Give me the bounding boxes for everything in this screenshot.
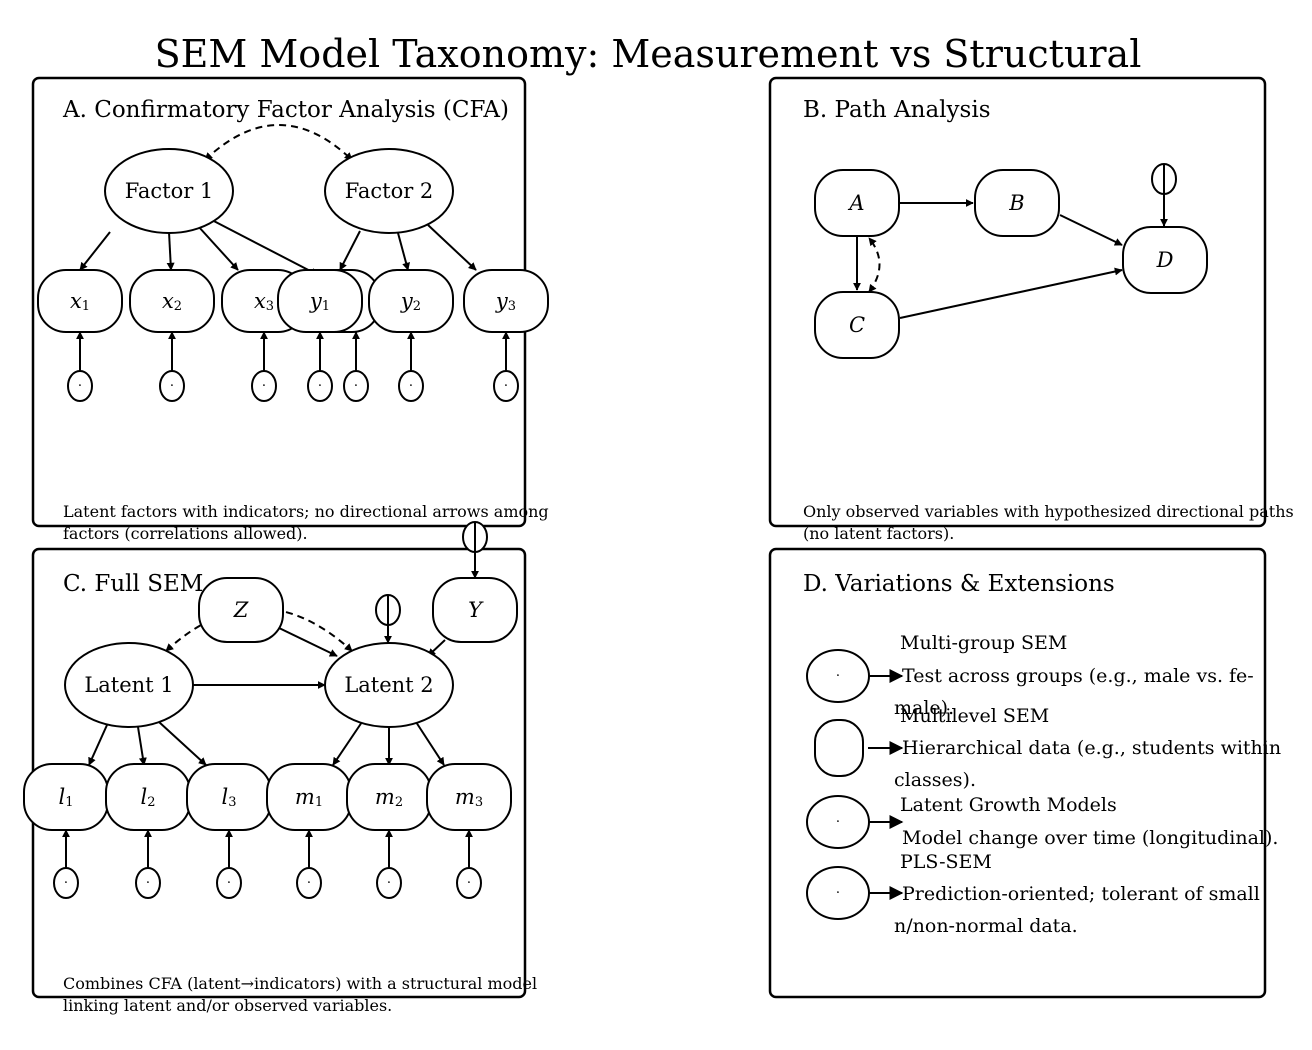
panel-c-loading-l1-1 [88,724,108,766]
panel-d-item-2-desc-2: classes). [894,769,976,791]
figure-title: SEM Model Taxonomy: Measurement vs Struc… [155,32,1142,76]
panel-c-caption-line-2: linking latent and/or observed variables… [63,996,392,1015]
panel-c-error-ind-1-dot: · [64,876,68,891]
panel-a-loading-f2-3 [427,224,477,271]
panel-a-error-3-dot: · [262,379,266,394]
panel-a-factor-1 [104,148,234,234]
panel-b-node-label-d: D [1156,248,1174,272]
panel-c-loading-l1-2 [137,726,147,766]
panel-d-item-4-dot: · [836,886,840,901]
panel-c-loading-l2-3 [415,721,445,766]
panel-a-loading-f2-2 [397,232,410,271]
panel-b-path-b-d [1059,214,1123,246]
panel-c-label-m3: m3 [455,785,483,810]
panel-c-loading-l2-1 [332,721,363,766]
panel-b-node-label-c: C [849,313,865,337]
panel-c-latent-1-label: Latent 1 [84,673,173,697]
panel-c-error-ind-3-dot: · [227,876,231,891]
panel-a-caption-line-2: factors (correlations allowed). [63,524,308,543]
panel-a-error-4-dot: · [318,379,322,394]
panel-c-latent-2 [324,642,454,728]
panel-a-indicator-y1 [277,269,363,333]
panel-b-node-label-a: A [847,191,864,215]
panel-a-loading-f2-1 [339,230,361,271]
panel-a-indicator-y3 [463,269,549,333]
panel-a-loading-f1-3 [197,225,239,271]
panel-d-item-2-desc-1: Hierarchical data (e.g., students within [902,737,1281,759]
panel-c-error-ind-6-dot: · [467,876,471,891]
panel-c-error-ind-4-dot: · [307,876,311,891]
panel-c-node-y [432,577,518,643]
panel-d-item-3-dot: · [836,815,840,830]
panel-d-title: D. Variations & Extensions [803,571,1115,597]
panel-a-loading-f1-1 [79,231,111,271]
panel-a-error-2-dot: · [170,379,174,394]
panel-c-title: C. Full SEM [63,571,203,597]
panel-c-error-ind-2-dot: · [146,876,150,891]
panel-b-title: B. Path Analysis [803,97,991,123]
panel-b-path-c-d [899,267,1123,319]
panel-d-item-1-dot: · [836,669,840,684]
panel-a-loading-f1-4 [207,217,319,276]
panel-b-node-a [814,169,900,237]
panel-d-item-1-name: Multi-group SEM [900,632,1067,654]
panel-b-node-label-b: B [1008,191,1024,215]
panel-c-latent-correlation [165,607,353,652]
panel-a-indicator-x2 [129,269,215,333]
panel-c-indicator-6 [426,763,512,831]
panel-c-latent-1 [64,642,194,728]
panel-d-item-1-desc-2: male). [894,697,954,719]
panel-c-error-ind-5-dot: · [387,876,391,891]
panel-b-caption-line-2: (no latent factors). [803,524,954,543]
panel-d-item-2-name: Multilevel SEM [900,705,1049,727]
panel-b-node-c [814,291,900,359]
panel-c-caption-line-1: Combines CFA (latent→indicators) with a … [63,974,537,993]
panel-a-factor-1-label: Factor 1 [125,179,214,203]
panel-d-item-2-symbol [814,719,864,777]
panel-a-factor-2-label: Factor 2 [345,179,434,203]
panel-a-title: A. Confirmatory Factor Analysis (CFA) [62,97,509,123]
panel-d-item-3-name: Latent Growth Models [900,794,1117,816]
panel-d-item-4-desc-1: Prediction-oriented; tolerant of small [902,883,1260,905]
panel-a-indicator-x1 [37,269,123,333]
panel-b-corr-a-c [868,237,881,293]
panel-c-latent-2-label: Latent 2 [344,673,433,697]
panel-a-indicator-y2 [368,269,454,333]
panel-d-item-4-desc-2: n/non-normal data. [894,915,1078,937]
panel-a-caption-line-1: Latent factors with indicators; no direc… [63,502,549,521]
panel-d-item-3-desc-1: Model change over time (longitudinal). [902,827,1278,849]
panel-a-loading-f1-2 [166,231,175,271]
panel-a-error-7-dot: · [504,379,508,394]
panel-d-frame [768,547,1267,999]
panel-a-error-6-dot: · [409,379,413,394]
panel-d-item-4-name: PLS-SEM [900,851,992,873]
panel-a-error-5-dot: · [354,379,358,394]
panel-b-caption-line-1: Only observed variables with hypothesize… [803,502,1294,521]
panel-b-frame [768,76,1267,528]
panel-c-path-z-latent2 [276,626,338,657]
panel-b-node-d [1122,226,1208,294]
panel-a-factor-2 [324,148,454,234]
panel-a-error-1-dot: · [78,379,82,394]
panel-c-node-y-label: Y [468,598,484,622]
panel-d-item-1-desc-1: Test across groups (e.g., male vs. fe- [902,665,1254,687]
panel-a-factor-correlation [204,124,353,161]
panel-c-loading-l1-3 [158,721,207,766]
panel-c-node-z-label: Z [233,598,249,622]
panel-b-node-b [974,169,1060,237]
panel-c-node-z [198,577,284,643]
